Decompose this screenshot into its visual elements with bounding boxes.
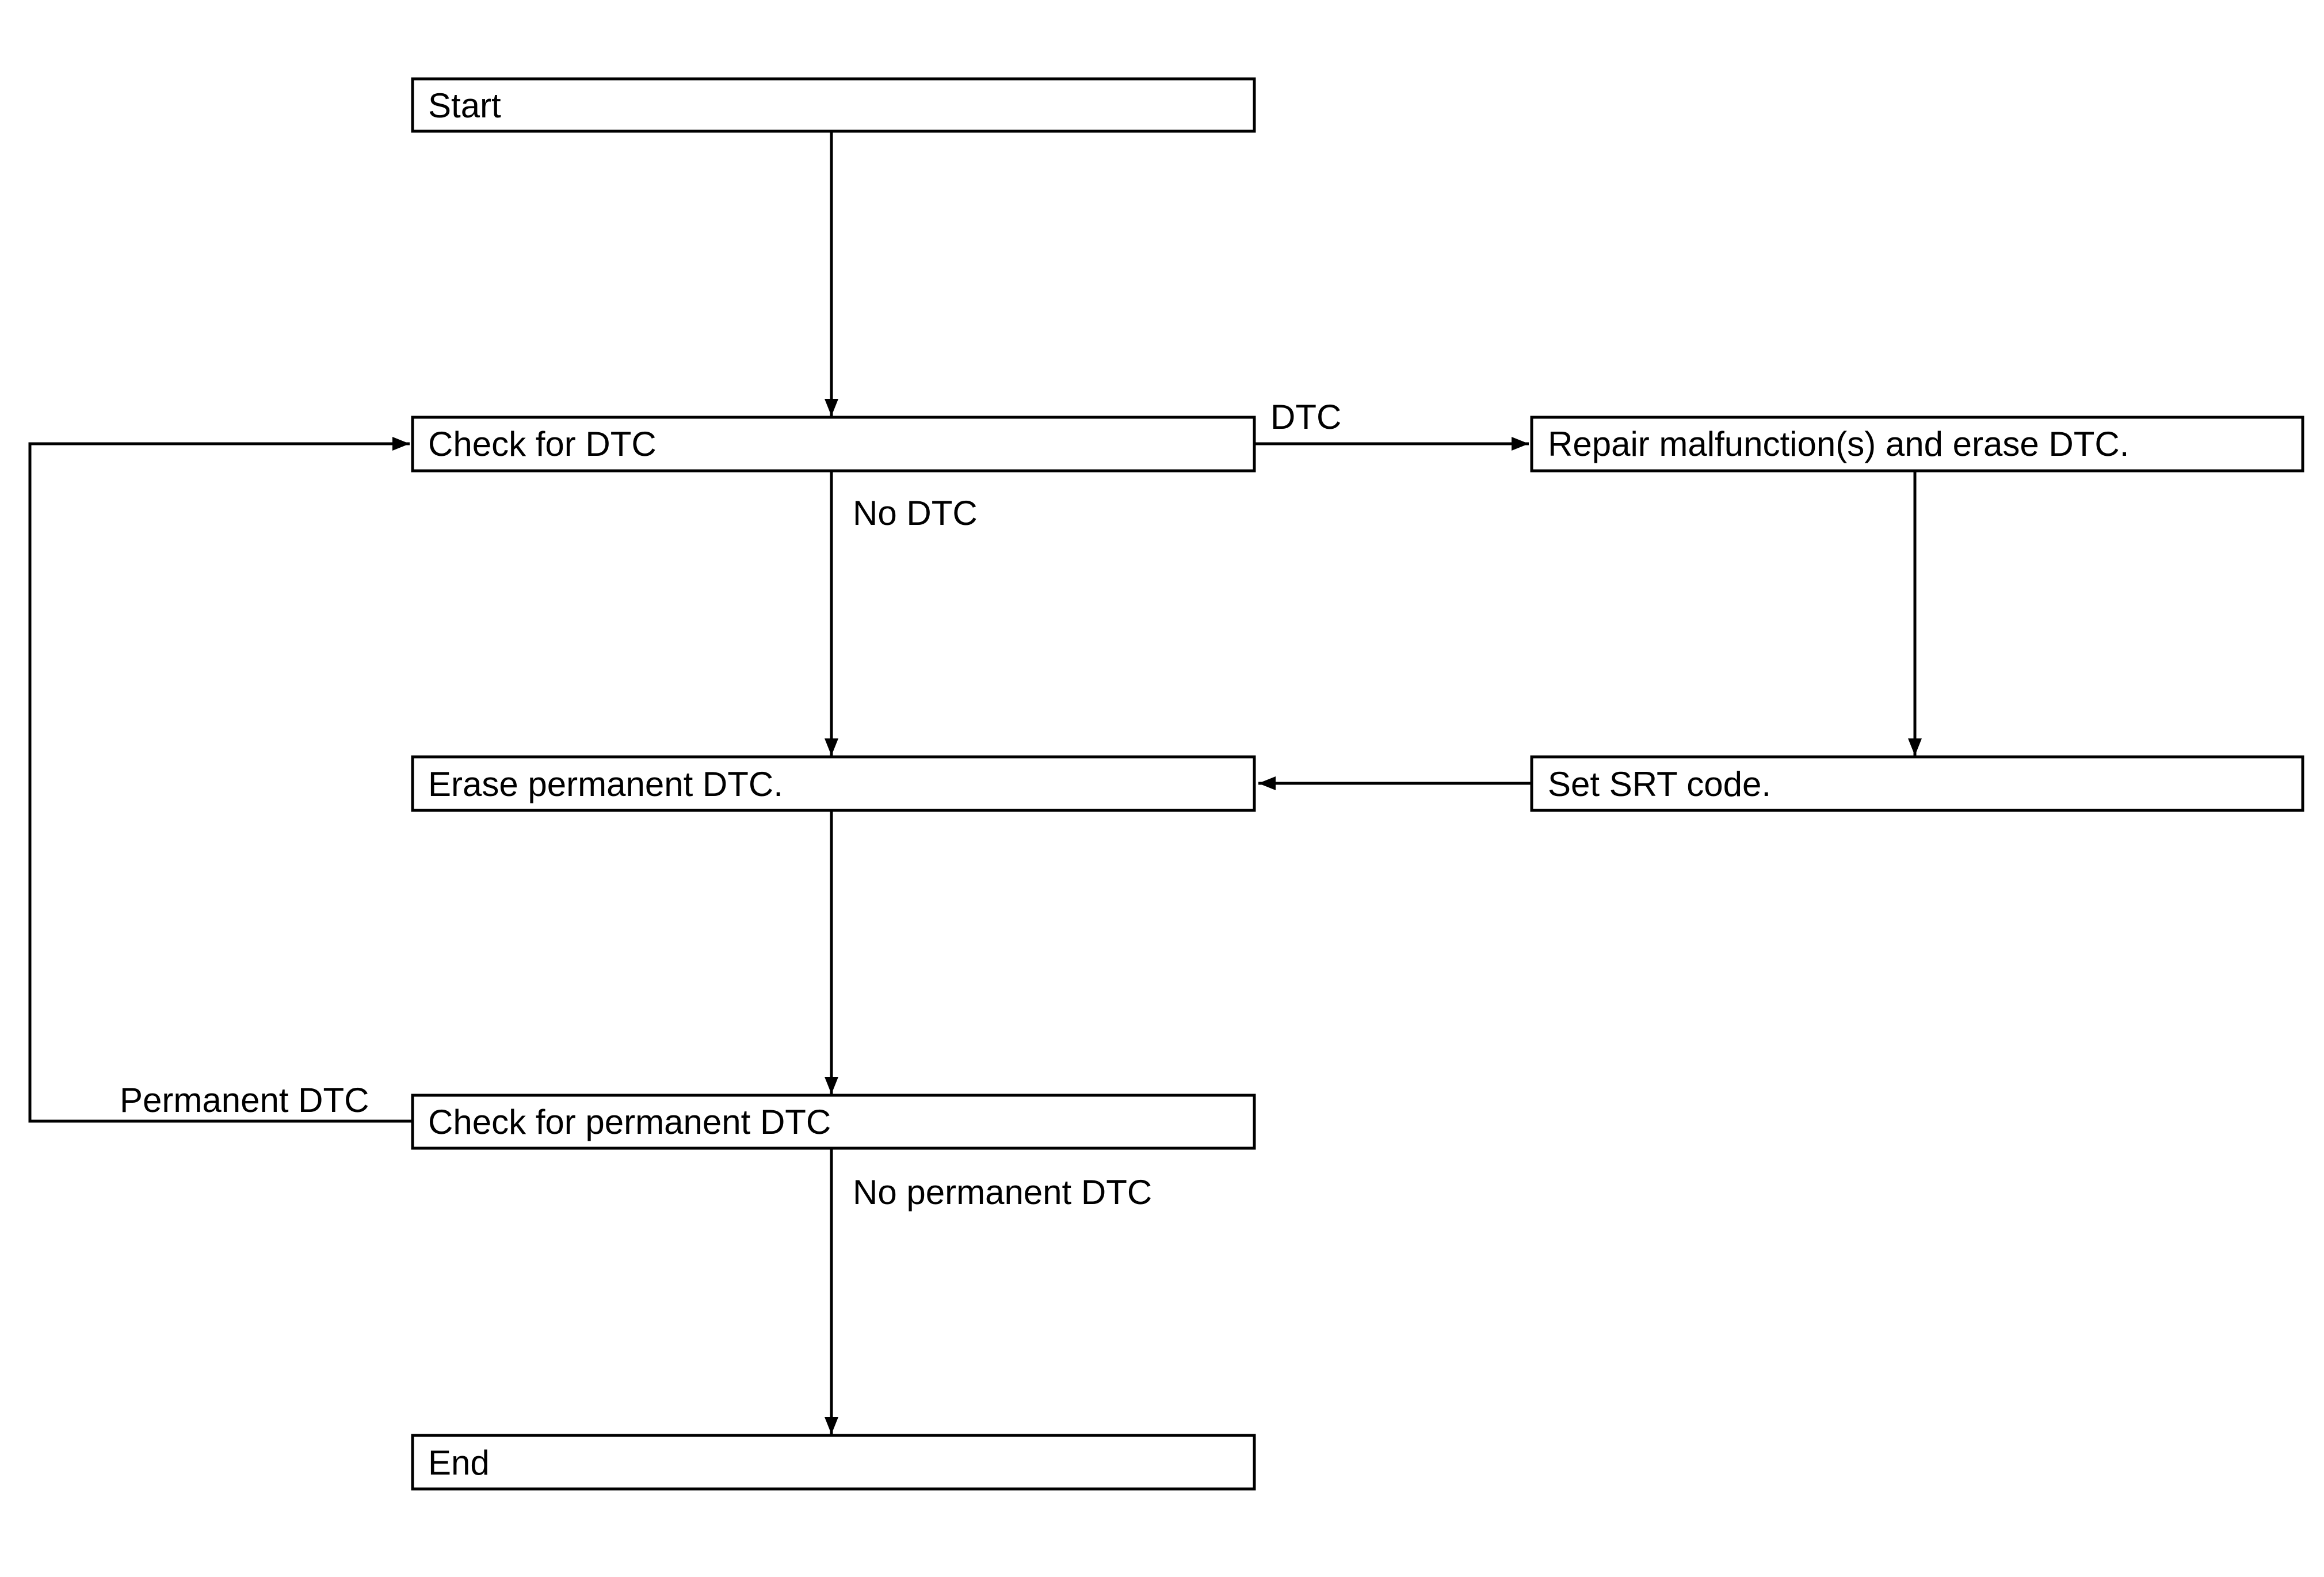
node-repair-label: Repair malfunction(s) and erase DTC. xyxy=(1548,425,2129,463)
node-start: Start xyxy=(411,77,1256,133)
node-set-srt: Set SRT code. xyxy=(1530,755,2304,812)
node-check-permanent: Check for permanent DTC xyxy=(411,1094,1256,1150)
node-end-label: End xyxy=(428,1443,490,1482)
edge-label-permanent-dtc: Permanent DTC xyxy=(120,1081,369,1119)
node-repair: Repair malfunction(s) and erase DTC. xyxy=(1530,416,2304,473)
node-start-label: Start xyxy=(428,86,501,125)
node-check-permanent-label: Check for permanent DTC xyxy=(428,1103,831,1141)
node-check-dtc-label: Check for DTC xyxy=(428,425,657,463)
node-erase-permanent: Erase permanent DTC. xyxy=(411,755,1256,812)
edge-check-permanent-to-check-dtc xyxy=(28,437,413,1123)
edges xyxy=(28,131,1922,1434)
node-erase-permanent-label: Erase permanent DTC. xyxy=(428,765,783,803)
node-check-dtc: Check for DTC xyxy=(411,416,1256,473)
edge-label-no-permanent-dtc: No permanent DTC xyxy=(853,1173,1152,1212)
node-set-srt-label: Set SRT code. xyxy=(1548,765,1771,803)
edge-label-no-dtc: No DTC xyxy=(853,494,978,532)
node-end: End xyxy=(411,1434,1256,1491)
edge-label-dtc: DTC xyxy=(1270,398,1341,436)
